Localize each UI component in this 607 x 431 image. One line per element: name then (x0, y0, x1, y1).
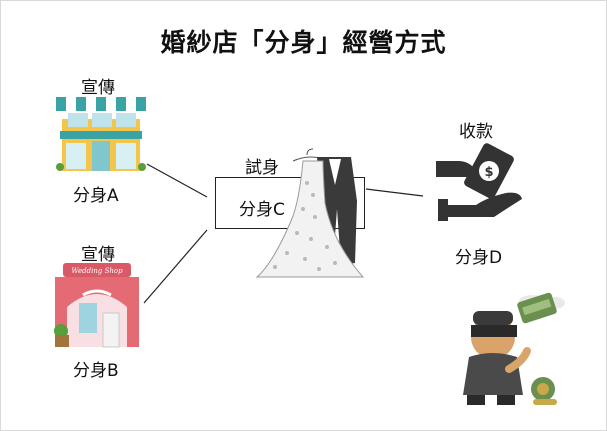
node-b-label: 分身B (73, 361, 119, 381)
node-b-caption: 宣傳 (81, 245, 115, 265)
money-payment-icon: $ (436, 143, 522, 221)
node-a-caption: 宣傳 (81, 78, 115, 98)
connector-b-c (143, 229, 208, 304)
svg-text:$: $ (484, 165, 493, 180)
node-c-caption: 試身 (245, 158, 279, 178)
wedding-shop-sign: Wedding Shop (71, 267, 123, 275)
node-d-caption: 收款 (459, 122, 493, 142)
storefront-icon (56, 97, 146, 171)
node-d-label: 分身D (455, 248, 503, 268)
node-c-label: 分身C (239, 200, 285, 220)
wedding-dress-tuxedo-icon (255, 148, 365, 278)
thief-with-money-icon (463, 292, 565, 405)
node-a-label: 分身A (73, 186, 119, 206)
diagram-title: 婚紗店「分身」經營方式 (160, 28, 447, 57)
connector-c-d (365, 188, 424, 197)
connector-a-c (146, 163, 208, 198)
wedding-shop-icon: Wedding Shop (54, 263, 139, 348)
